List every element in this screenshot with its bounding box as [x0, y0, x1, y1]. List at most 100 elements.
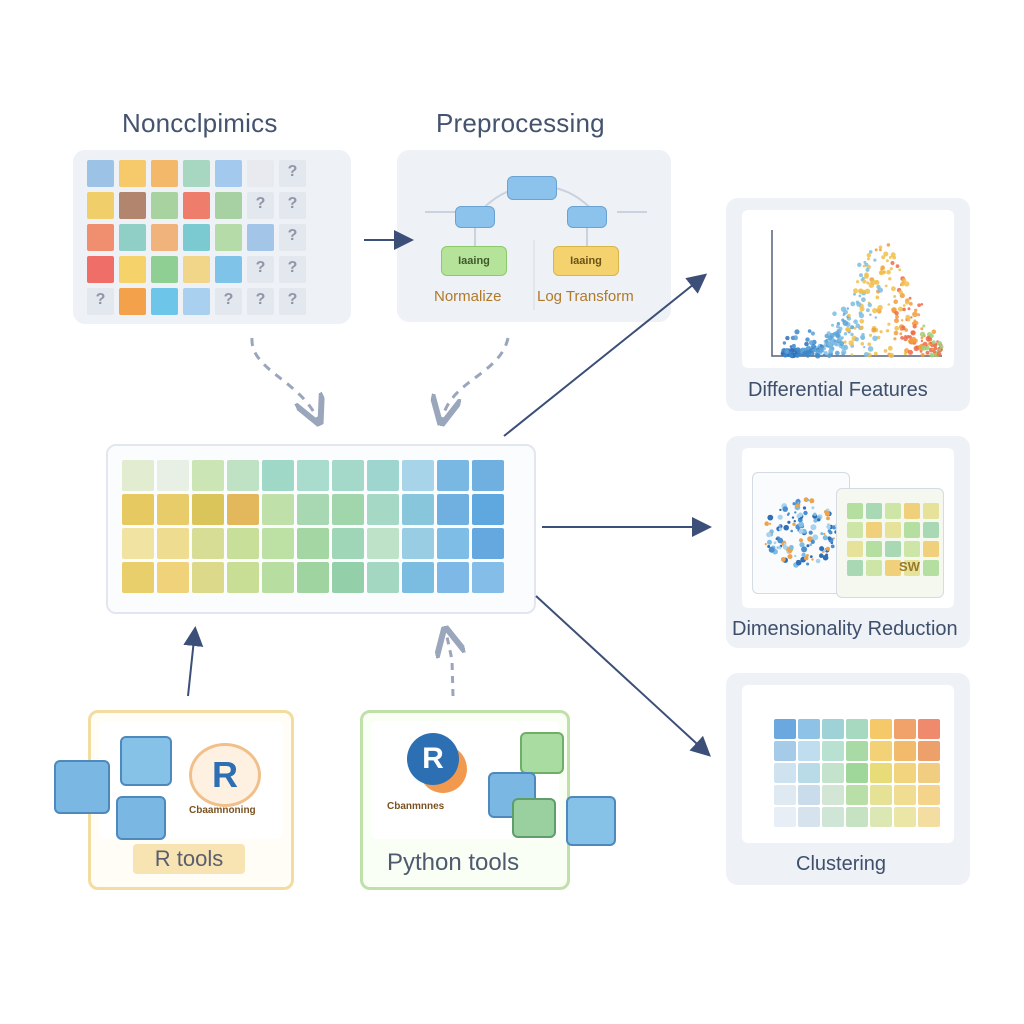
scatter-point	[910, 336, 917, 343]
heatmap-cell	[885, 522, 901, 538]
scatter-point	[832, 311, 837, 316]
scatter-point	[855, 300, 860, 304]
scatter-point	[806, 498, 810, 502]
heatmap-cell	[904, 560, 920, 576]
heatmap-cell	[885, 541, 901, 557]
scatter-point	[932, 349, 936, 354]
missing-value-icon: ?	[287, 163, 298, 180]
scatter-point	[815, 558, 821, 564]
matrix-cell	[472, 528, 504, 559]
scatter-point	[902, 304, 906, 307]
missing-value-icon: ?	[255, 259, 266, 276]
scatter-point	[828, 348, 834, 354]
matrix-cell	[87, 224, 114, 251]
scatter-point	[815, 349, 820, 354]
plot-axes	[771, 230, 942, 357]
scatter-point	[879, 248, 882, 252]
heatmap-cell	[866, 522, 882, 538]
scatter-point	[867, 257, 870, 261]
scatter-point	[807, 329, 812, 333]
heatmap-cell	[822, 807, 844, 827]
scatter-point	[873, 258, 877, 262]
matrix-cell	[183, 256, 210, 283]
scatter-point	[868, 282, 875, 288]
scatter-point	[917, 313, 921, 317]
missing-value-icon: ?	[287, 259, 298, 276]
scatter-point	[823, 532, 826, 536]
scatter-point	[888, 255, 892, 259]
dimred-stamp: SW	[899, 559, 920, 574]
heatmap-cell	[822, 719, 844, 739]
scatter-point	[904, 281, 910, 287]
matrix-cell	[151, 224, 178, 251]
scatter-point	[919, 350, 923, 353]
scatter-point	[820, 532, 824, 536]
matrix-cell	[215, 160, 242, 187]
scatter-point	[785, 335, 790, 341]
package-cube-icon	[120, 736, 172, 786]
heatmap-cell	[822, 785, 844, 805]
scatter-point	[822, 554, 829, 561]
heatmap-cell	[918, 719, 940, 739]
heatmap-cell	[923, 541, 939, 557]
scatter-point	[767, 539, 772, 545]
scatter-point	[872, 335, 878, 341]
scatter-point	[903, 336, 908, 342]
matrix-cell	[297, 460, 329, 491]
scatter-point	[906, 317, 911, 322]
heatmap-cell	[904, 541, 920, 557]
python-logo: R	[407, 733, 459, 785]
matrix-cell	[183, 288, 210, 315]
scatter-point	[834, 350, 840, 356]
matrix-cell	[367, 494, 399, 525]
scatter-point	[822, 353, 826, 357]
matrix-cell	[402, 562, 434, 593]
scatter-point	[827, 341, 832, 347]
scatter-point	[773, 541, 777, 545]
heatmap-cell	[774, 763, 796, 783]
scatter-point	[860, 334, 866, 340]
scatter-point	[811, 506, 815, 510]
scatter-point	[850, 353, 854, 356]
matrix-cell	[157, 460, 189, 491]
heatmap-cell	[866, 560, 882, 576]
heatmap-cell	[798, 741, 820, 761]
heatmap-cell	[798, 785, 820, 805]
matrix-cell	[402, 460, 434, 491]
heatmap-cell	[774, 785, 796, 805]
scatter-point	[922, 324, 926, 328]
scatter-point	[877, 287, 883, 293]
matrix-cell	[227, 494, 259, 525]
matrix-cell	[297, 528, 329, 559]
scatter-point	[864, 288, 871, 294]
scatter-point	[908, 335, 912, 339]
scatter-point	[803, 555, 809, 561]
matrix-cell	[157, 494, 189, 525]
scatter-point	[850, 301, 856, 307]
package-cube-icon	[520, 732, 564, 774]
scatter-point	[842, 320, 849, 326]
scatter-point	[887, 322, 891, 326]
scatter-point	[802, 506, 807, 510]
dashed-arrow-preprocessing-to-matrix	[442, 337, 510, 420]
scatter-point	[853, 319, 858, 324]
scatter-point	[783, 524, 789, 531]
scatter-point	[907, 307, 911, 311]
matrix-cell	[472, 460, 504, 491]
matrix-cell	[472, 494, 504, 525]
scatter-point	[863, 345, 866, 349]
scatter-point	[891, 286, 896, 292]
scatter-point	[805, 350, 810, 355]
scatter-point	[895, 314, 899, 319]
scatter-point	[920, 352, 925, 358]
matrix-cell	[119, 288, 146, 315]
scatter-point	[859, 319, 865, 324]
scatter-point	[904, 300, 910, 305]
differential-features-panel: Differential Features	[726, 198, 970, 411]
scatter-point	[920, 336, 924, 340]
matrix-cell	[122, 562, 154, 593]
scatter-point	[832, 537, 835, 540]
matrix-cell	[332, 460, 364, 491]
scatter-point	[868, 333, 873, 337]
matrix-cell: ?	[279, 224, 306, 251]
